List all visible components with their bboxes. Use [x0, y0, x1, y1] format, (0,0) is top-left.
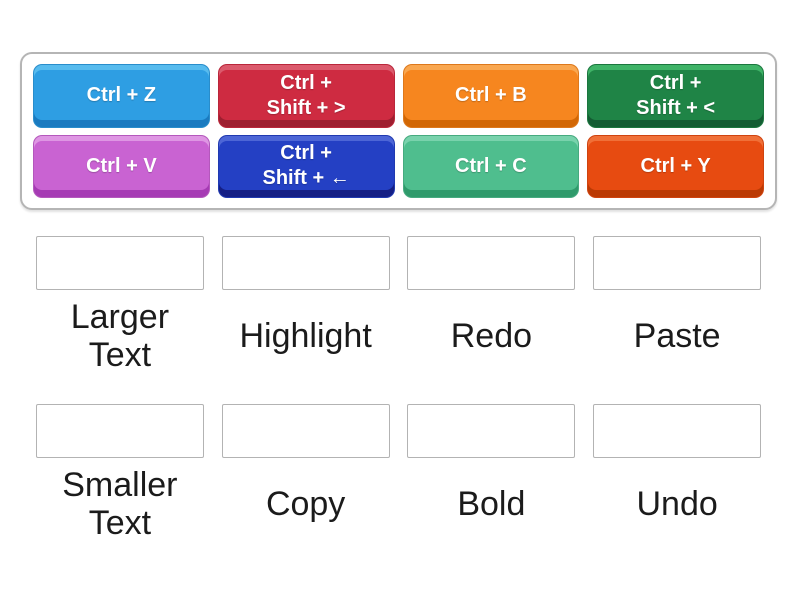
- drop-slot-highlight[interactable]: [221, 236, 390, 290]
- slot-label-highlight: Highlight: [239, 317, 372, 355]
- chip-ctrl-y[interactable]: Ctrl + Y: [587, 134, 764, 198]
- chip-ctrl-shift-lt[interactable]: Ctrl + Shift + <: [587, 64, 764, 128]
- drop-slot-bold[interactable]: [407, 404, 576, 458]
- answer-row-2: Smaller Text Copy Bold Undo: [20, 404, 777, 544]
- slot-cell: Smaller Text: [31, 404, 209, 544]
- chips-grid: Ctrl + Z Ctrl + Shift + > Ctrl + B Ctrl …: [33, 64, 764, 198]
- slot-cell: Highlight: [217, 236, 395, 376]
- answer-row-1: Larger Text Highlight Redo Paste: [20, 236, 777, 376]
- drop-slot-smaller-text[interactable]: [35, 404, 204, 458]
- slot-label-copy: Copy: [265, 485, 346, 523]
- chip-ctrl-shift-gt[interactable]: Ctrl + Shift + >: [217, 64, 395, 128]
- drop-slot-larger-text[interactable]: [35, 236, 204, 290]
- drop-slot-redo[interactable]: [407, 236, 576, 290]
- chip-ctrl-c[interactable]: Ctrl + C: [402, 134, 580, 198]
- chip-ctrl-z[interactable]: Ctrl + Z: [33, 64, 210, 128]
- slot-label-larger-text: Larger Text: [70, 298, 170, 374]
- drop-slot-copy[interactable]: [221, 404, 390, 458]
- chips-tray: Ctrl + Z Ctrl + Shift + > Ctrl + B Ctrl …: [20, 52, 777, 210]
- slot-cell: Redo: [403, 236, 581, 376]
- drop-slot-undo[interactable]: [593, 404, 762, 458]
- slot-label-bold: Bold: [457, 485, 526, 523]
- chip-ctrl-b[interactable]: Ctrl + B: [402, 64, 580, 128]
- slot-label-undo: Undo: [636, 485, 718, 523]
- chip-ctrl-v[interactable]: Ctrl + V: [33, 134, 210, 198]
- chip-ctrl-shift-left-arrow[interactable]: Ctrl + Shift + ←: [217, 134, 395, 198]
- slot-label-paste: Paste: [633, 317, 721, 355]
- slot-label-smaller-text: Smaller Text: [62, 466, 178, 542]
- slot-cell: Undo: [588, 404, 766, 544]
- slot-cell: Copy: [217, 404, 395, 544]
- slot-cell: Larger Text: [31, 236, 209, 376]
- slot-label-redo: Redo: [450, 317, 533, 355]
- slot-cell: Paste: [588, 236, 766, 376]
- slot-cell: Bold: [403, 404, 581, 544]
- drop-slot-paste[interactable]: [593, 236, 762, 290]
